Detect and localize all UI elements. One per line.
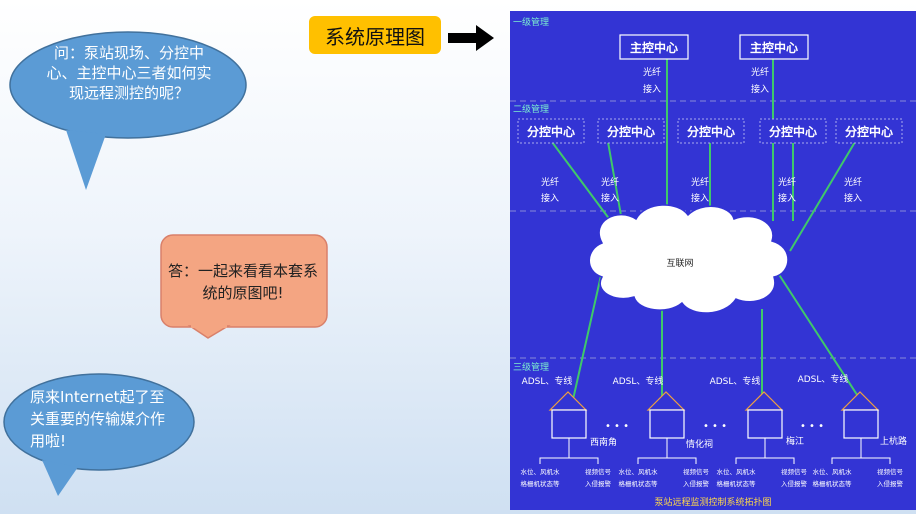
internet-cloud: 互联网 [588,204,789,314]
svg-text:格栅机状态等: 格栅机状态等 [521,479,561,488]
internet-label: 互联网 [666,258,693,269]
level2-label: 二级管理 [513,103,549,115]
svg-text:格栅机状态等: 格栅机状态等 [619,479,659,488]
adsl-labels: ADSL、专线 ADSL、专线 ADSL、专线 ADSL、专线 [522,373,849,387]
branch-lines [539,438,891,464]
svg-text:• • •: • • • [605,421,629,432]
svg-text:水位、风机水: 水位、风机水 [619,467,659,476]
right-arrow-icon [448,25,494,51]
svg-text:光纤: 光纤 [751,66,769,78]
answer-bubble-shape [160,234,328,339]
svg-text:入侵报警: 入侵报警 [683,479,710,488]
svg-text:光纤: 光纤 [778,176,796,188]
diagram-title: 系统原理图 [309,16,441,54]
svg-text:光纤: 光纤 [844,176,862,188]
answer-bubble: 答：一起来看看本套系统的原图吧! [160,234,328,340]
level1-label: 一级管理 [513,16,549,28]
equipment-labels: 水位、风机水 格栅机状态等 视频信号 入侵报警 水位、风机水 格栅机状态等 视频… [521,467,904,488]
svg-text:接入: 接入 [778,192,796,204]
station-name: 上杭路 [880,435,907,447]
svg-text:接入: 接入 [601,192,619,204]
svg-text:接入: 接入 [541,192,559,204]
question-text: 问：泵站现场、分控中心、主控中心三者如何实现远程测控的呢？ [46,44,212,102]
question-bubble-shape [9,31,247,190]
svg-text:光纤: 光纤 [691,176,709,188]
svg-text:接入: 接入 [751,83,769,95]
diagram-caption: 泵站远程监测控制系统拓扑图 [654,496,771,508]
answer-text: 答：一起来看看本套系统的原图吧! [168,262,319,302]
conclusion-bubble: 原来Internet起了至关重要的传输媒介作用啦! [2,372,198,496]
fiber-labels-level1: 光纤 接入 光纤 接入 [643,66,769,95]
svg-text:光纤: 光纤 [541,176,559,188]
svg-text:ADSL、专线: ADSL、专线 [710,375,761,387]
svg-text:ADSL、专线: ADSL、专线 [798,373,849,385]
question-bubble: 问：泵站现场、分控中心、主控中心三者如何实现远程测控的呢？ [8,30,248,190]
svg-text:格栅机状态等: 格栅机状态等 [717,479,757,488]
sub-centers: 分控中心 分控中心 分控中心 分控中心 分控中心 [517,118,903,144]
svg-text:接入: 接入 [643,83,661,95]
svg-text:水位、风机水: 水位、风机水 [813,467,853,476]
svg-text:主控中心: 主控中心 [630,40,678,55]
svg-text:水位、风机水: 水位、风机水 [521,467,561,476]
sub-center-label: 分控中心 [769,124,817,139]
main-center-2: 主控中心 [739,34,809,60]
sub-center-label: 分控中心 [845,124,893,139]
conclusion-bubble-shape [3,373,195,496]
station-name: 西南角 [590,436,617,448]
svg-text:入侵报警: 入侵报警 [585,479,612,488]
svg-text:视频信号: 视频信号 [781,467,808,476]
svg-text:ADSL、专线: ADSL、专线 [613,375,664,387]
svg-text:接入: 接入 [844,192,862,204]
svg-text:视频信号: 视频信号 [877,467,904,476]
svg-text:ADSL、专线: ADSL、专线 [522,375,573,387]
ellipsis-dots: • • • • • • • • • [605,421,824,432]
station-name: 情化祠 [686,438,713,450]
svg-text:光纤: 光纤 [601,176,619,188]
svg-text:主控中心: 主控中心 [750,40,798,55]
svg-text:视频信号: 视频信号 [585,467,612,476]
svg-text:光纤: 光纤 [643,66,661,78]
svg-text:格栅机状态等: 格栅机状态等 [813,479,853,488]
svg-text:• • •: • • • [800,421,824,432]
svg-text:视频信号: 视频信号 [683,467,710,476]
pump-stations [548,391,880,439]
topology-diagram: 一级管理 二级管理 三级管理 主控中心 主控中心 光纤 接入 光纤 接入 分控中… [510,11,916,510]
svg-text:接入: 接入 [691,192,709,204]
main-center-1: 主控中心 [619,34,689,60]
sub-center-label: 分控中心 [527,124,575,139]
svg-text:入侵报警: 入侵报警 [781,479,808,488]
sub-center-label: 分控中心 [687,124,735,139]
station-names: 西南角 情化祠 梅江 上杭路 [590,435,907,450]
svg-text:入侵报警: 入侵报警 [877,479,904,488]
conclusion-text: 原来Internet起了至关重要的传输媒介作用啦! [30,388,166,450]
sub-center-label: 分控中心 [607,124,655,139]
svg-text:• • •: • • • [703,421,727,432]
svg-text:水位、风机水: 水位、风机水 [717,467,757,476]
level3-label: 三级管理 [513,361,549,373]
station-name: 梅江 [786,435,804,447]
fiber-labels-level2: 光纤 接入 光纤 接入 光纤 接入 光纤 接入 光纤 接入 [541,176,862,204]
